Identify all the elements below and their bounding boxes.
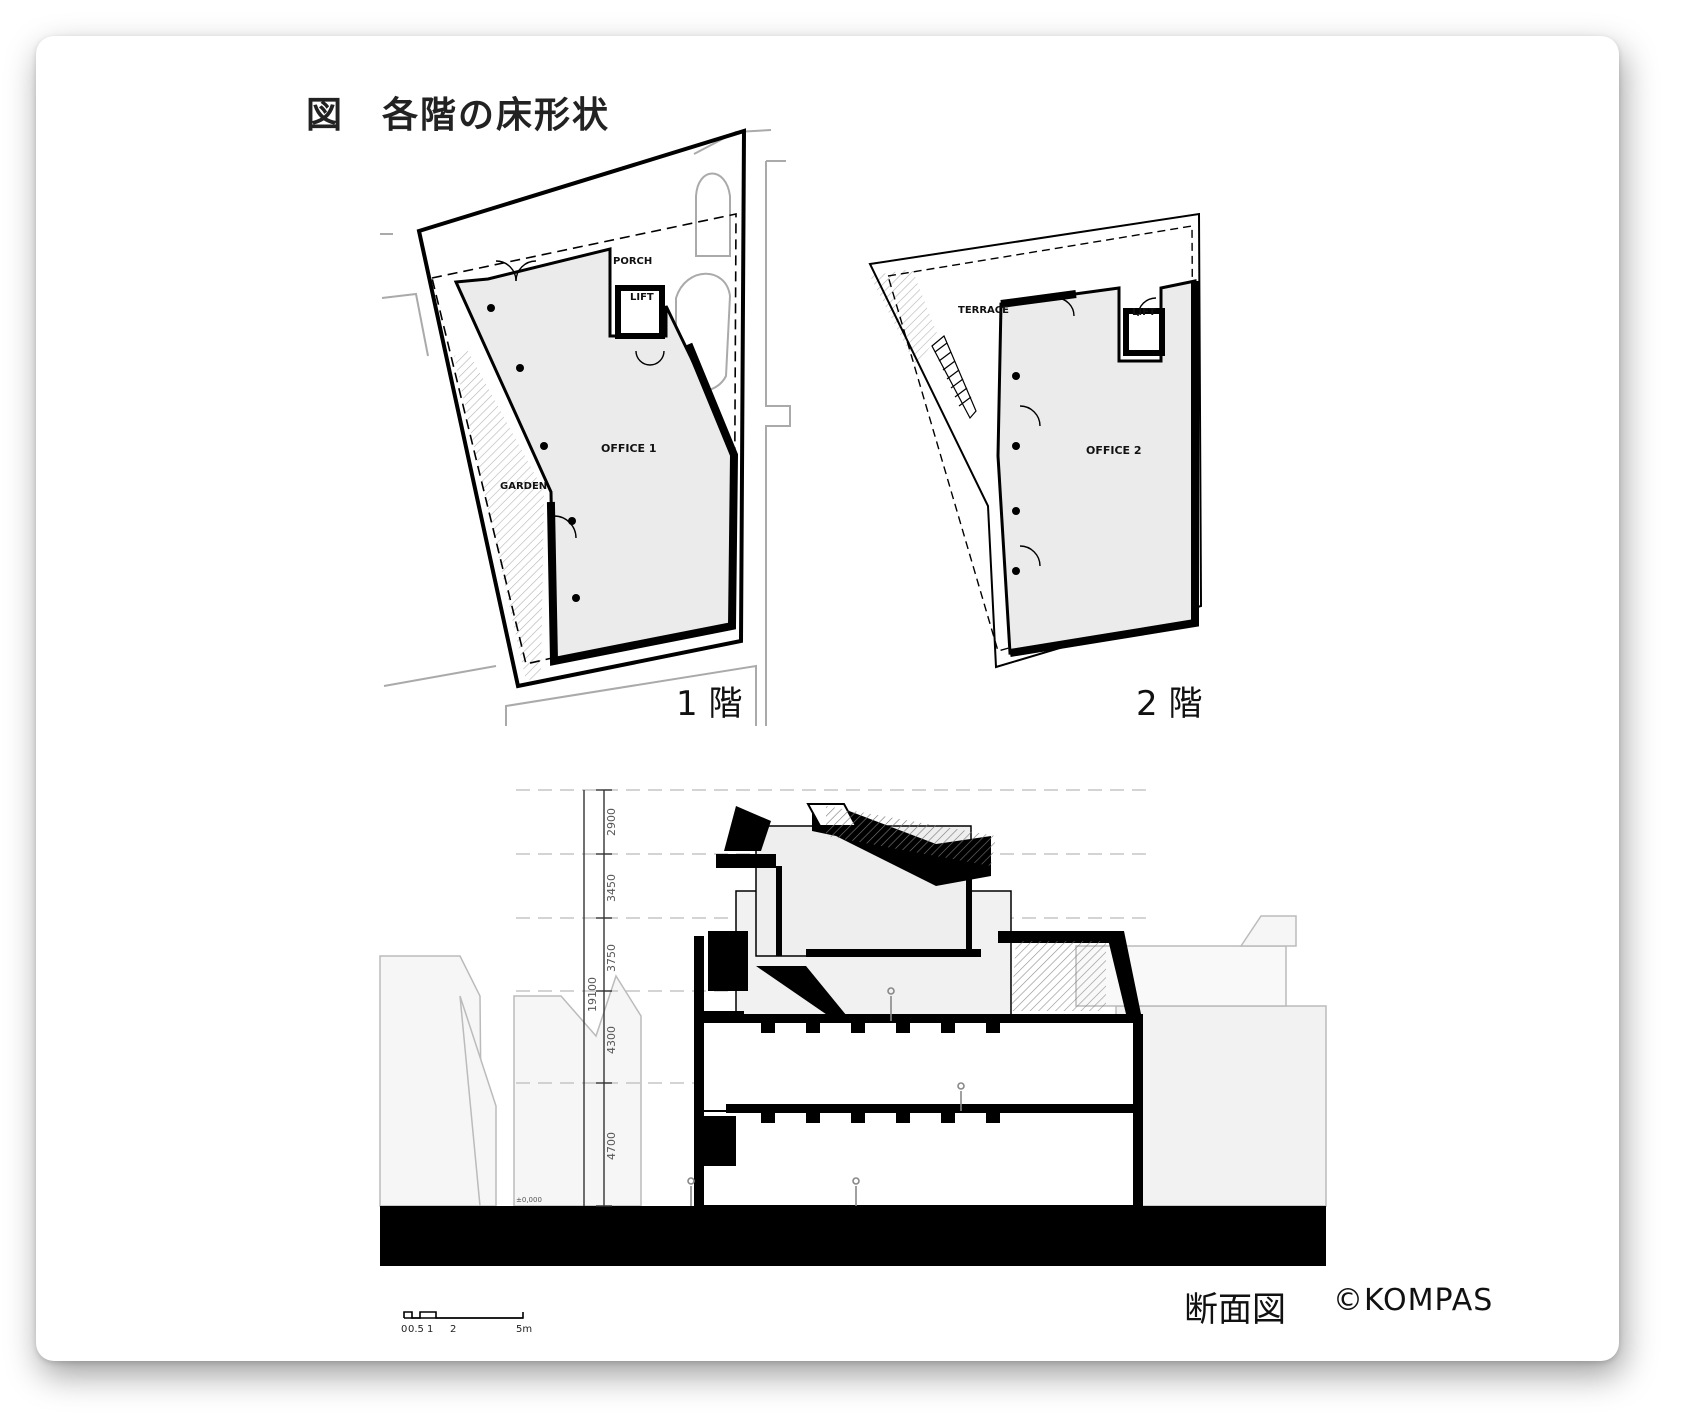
- dimension-total: 19100: [586, 977, 599, 1012]
- lift-core-1: [615, 285, 665, 339]
- scale-tick-5m: 5m: [516, 1324, 532, 1335]
- dimension-chain: [583, 789, 612, 1207]
- room-label-office: OFFICE 1: [601, 442, 657, 455]
- floor-label-1: 1 階: [676, 684, 743, 724]
- roof-hatch: [826, 806, 996, 866]
- floor-slabs: [726, 949, 1143, 1206]
- neighbor-buildings: [379, 915, 1327, 1207]
- building-envelope-2: [996, 279, 1197, 655]
- walls-2: [1000, 281, 1199, 657]
- floor-plan-2: TERRACE LIFT OFFICE 2: [868, 212, 1203, 669]
- ground-slab: [380, 1206, 1326, 1266]
- floor-label-2: 2 階: [1136, 684, 1203, 724]
- room-label-office-2: OFFICE 2: [1086, 444, 1142, 457]
- door-swings-1: [495, 260, 665, 539]
- building-body: [700, 825, 1142, 1207]
- section-label: 断面図: [1184, 1290, 1286, 1330]
- scale-tick-1: 1: [427, 1324, 433, 1335]
- building-section: 2900 3450 3750 4300 4700 19100 ±0,000: [379, 789, 1327, 1266]
- room-label-lift: LIFT: [630, 292, 654, 303]
- beams: [761, 1023, 1000, 1123]
- scale-tick-05: 0.5: [408, 1324, 424, 1335]
- scale-tick-2: 2: [450, 1324, 456, 1335]
- room-label-porch: PORCH: [613, 256, 652, 267]
- room-label-lift-2: LIFT: [1132, 307, 1156, 318]
- floor-plan-1: PORCH LIFT OFFICE 1 GARDEN: [380, 128, 791, 726]
- facade-left: [694, 806, 776, 1206]
- dimension-2900: 2900: [605, 808, 618, 836]
- credit: ©KOMPAS: [1333, 1283, 1494, 1318]
- lift-core-2: [1123, 308, 1165, 356]
- human-figures: [687, 987, 965, 1206]
- drawings: PORCH LIFT OFFICE 1 GARDEN: [379, 128, 1327, 1335]
- dimension-3750: 3750: [605, 944, 618, 972]
- walls-1: [546, 342, 739, 666]
- site-context-1: [380, 129, 791, 726]
- room-label-garden: GARDEN: [500, 481, 547, 492]
- dimension-4700: 4700: [605, 1132, 618, 1160]
- stair-2: [931, 335, 977, 420]
- figure-title: 図 各階の床形状: [306, 95, 611, 136]
- room-label-terrace: TERRACE: [958, 305, 1009, 316]
- door-swings-2: [1019, 297, 1157, 567]
- dimension-3450: 3450: [605, 874, 618, 902]
- scale-tick-0: 0: [401, 1324, 407, 1335]
- site-boundary-1: [416, 128, 747, 689]
- garden-planting: [454, 351, 544, 681]
- terrace-planting: [870, 269, 938, 366]
- terrace-hatch: [1011, 941, 1106, 1011]
- ground-level-label: ±0,000: [516, 1196, 542, 1204]
- internal-stair: [756, 966, 851, 1021]
- figure-card: 図 各階の床形状: [36, 36, 1619, 1361]
- scale-bar: 0 0.5 1 2 5m: [401, 1311, 532, 1335]
- columns-2: [1012, 372, 1020, 575]
- columns-1: [487, 304, 580, 602]
- dimension-4300: 4300: [605, 1026, 618, 1054]
